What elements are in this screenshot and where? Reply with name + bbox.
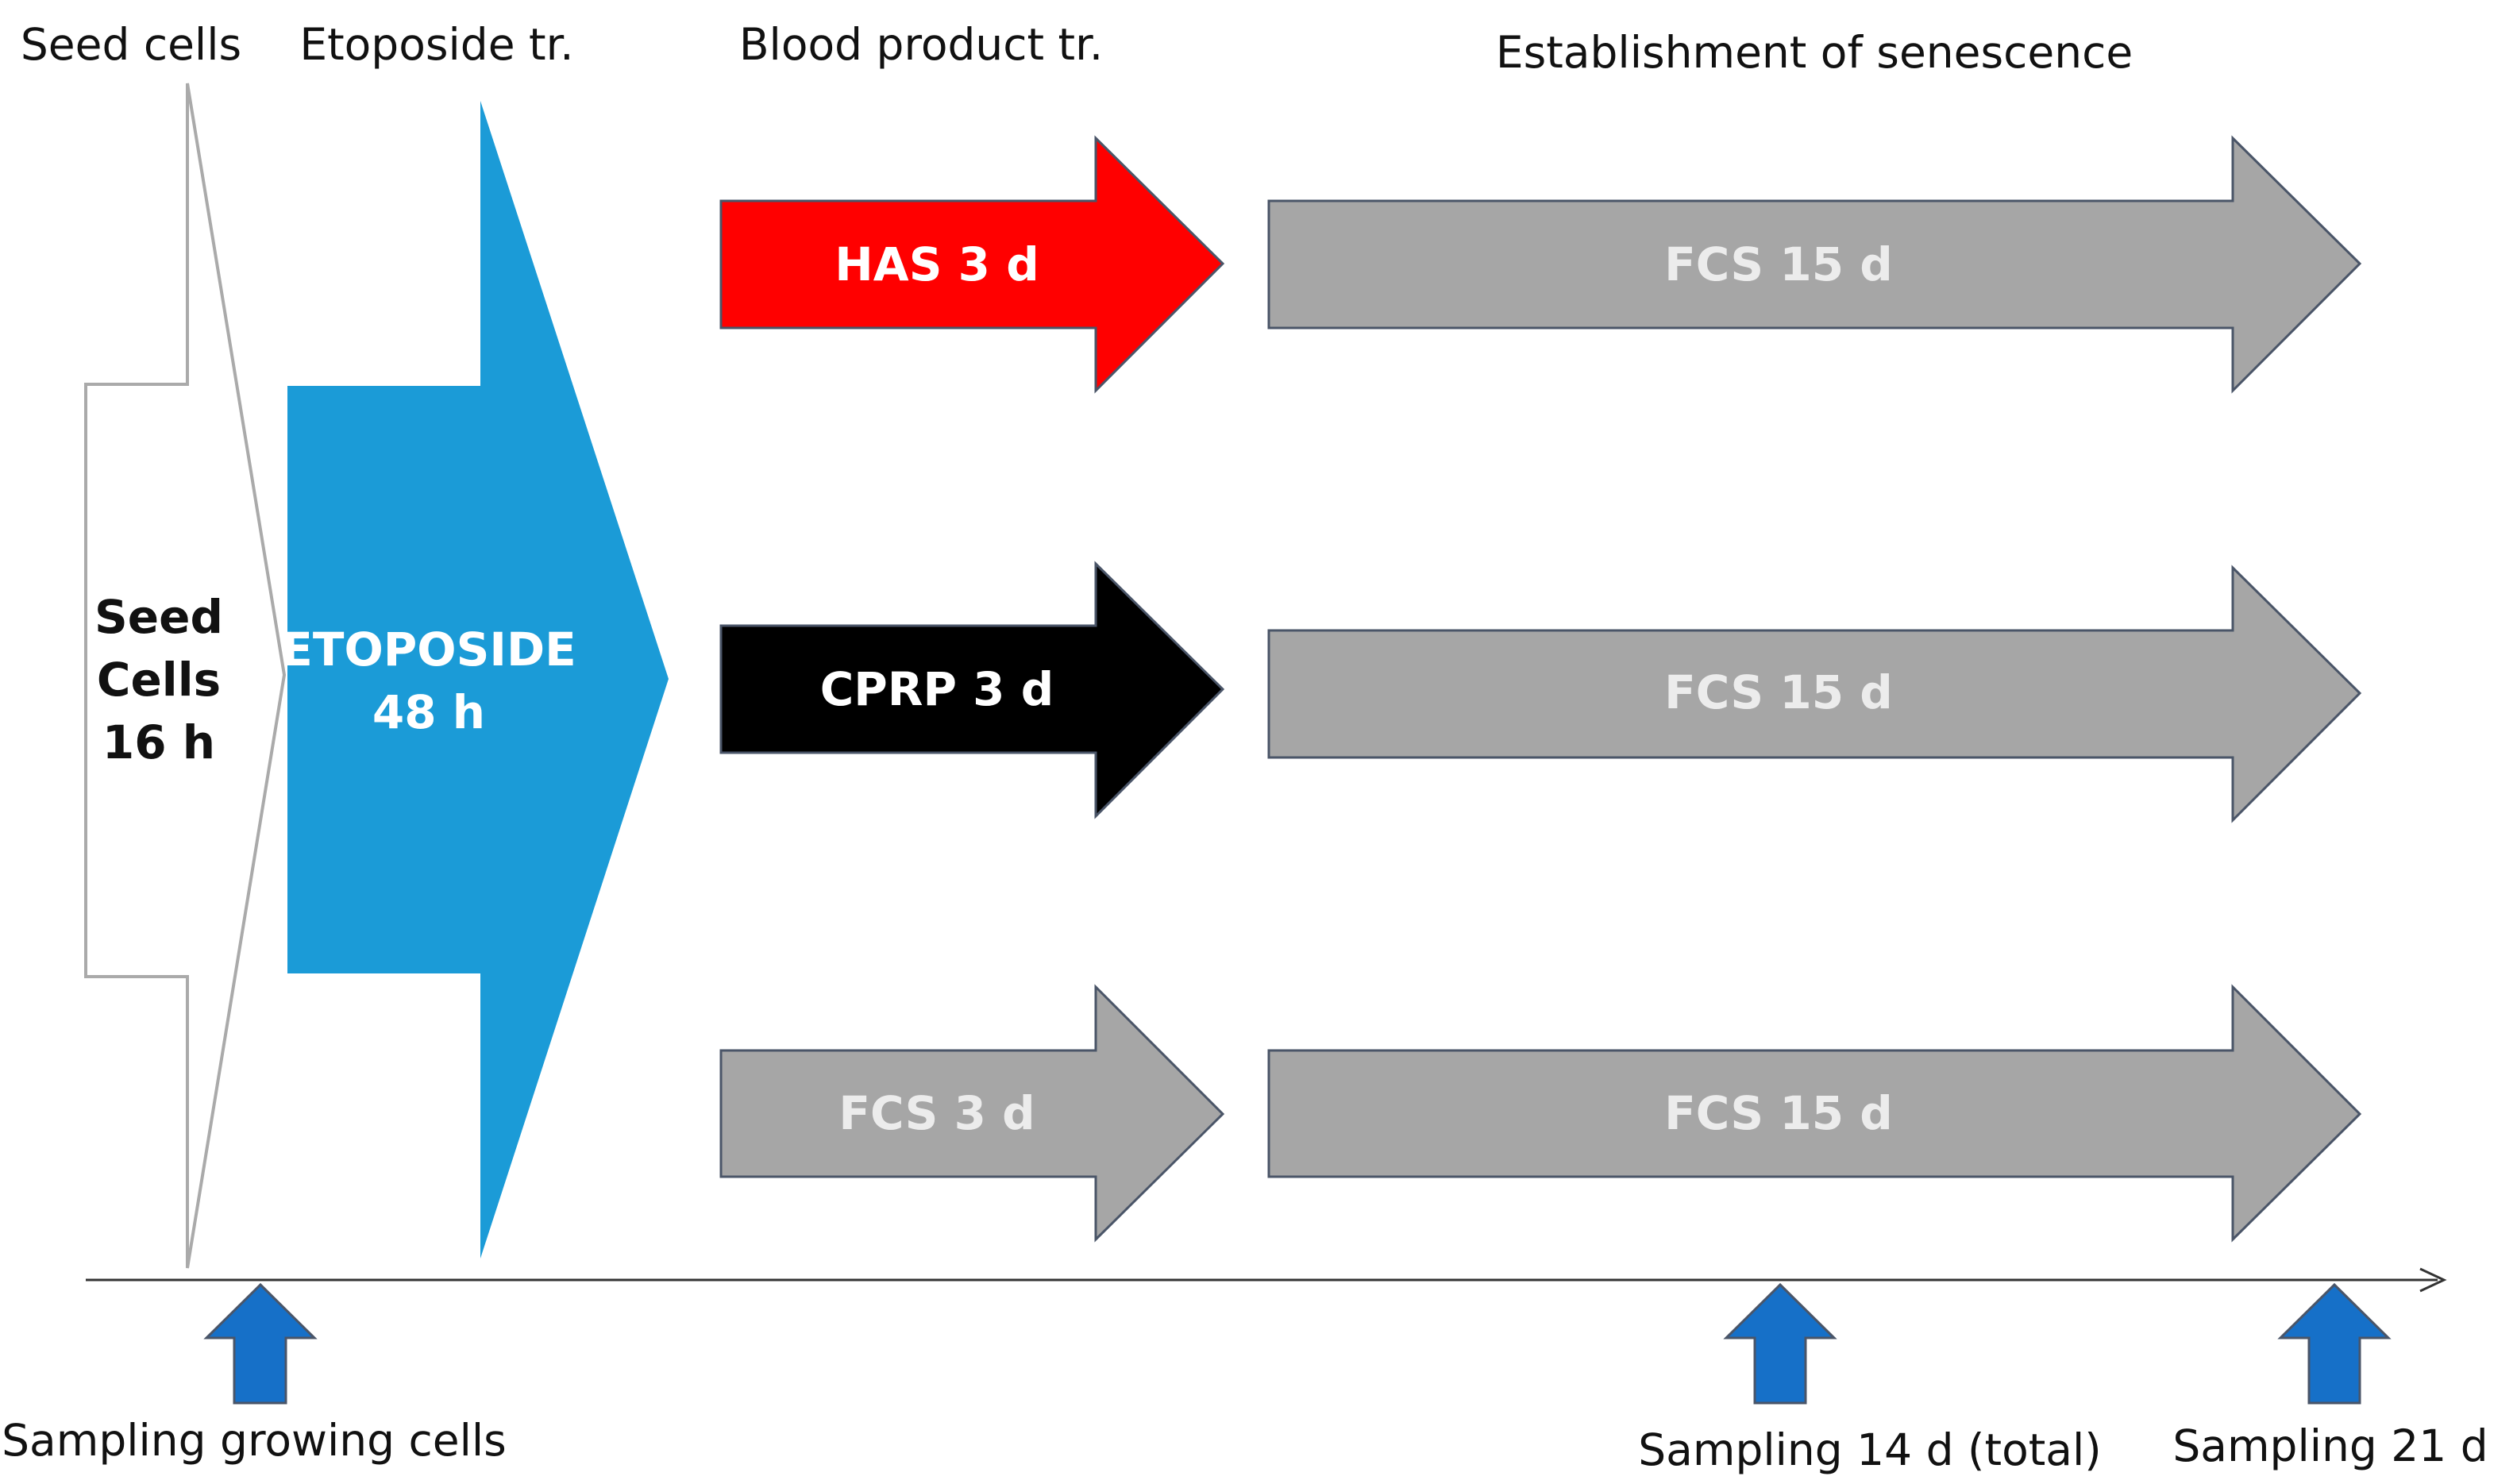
sampling-arrow-day14 (1723, 1282, 1837, 1405)
seed-cells-label-1: Seed (94, 590, 223, 644)
treatment-arrow-has (719, 135, 1225, 394)
header-senescence: Establishment of senescence (1496, 27, 2133, 78)
etoposide-label-1: ETOPOSIDE (281, 623, 576, 676)
sampling-arrow-growing (203, 1282, 318, 1405)
header-seed-cells: Seed cells (21, 19, 241, 70)
treatment-arrow-fcs (719, 984, 1225, 1243)
followup-label-row2: FCS 15 d (1664, 665, 1893, 719)
treatment-label-fcs: FCS 3 d (838, 1086, 1035, 1140)
seed-cells-arrow (84, 83, 287, 1269)
followup-label-row3: FCS 15 d (1664, 1086, 1893, 1140)
followup-arrow-row1 (1267, 135, 2362, 394)
header-blood-product: Blood product tr. (739, 19, 1103, 70)
treatment-label-has: HAS 3 d (835, 237, 1039, 291)
followup-arrow-row3 (1267, 984, 2362, 1243)
sampling-label-day14: Sampling 14 d (total) (1638, 1424, 2101, 1475)
treatment-label-cprp: CPRP 3 d (820, 662, 1054, 716)
seed-cells-label-2: Cells (97, 653, 221, 707)
timeline-axis-arrowhead (2419, 1267, 2447, 1293)
header-etoposide: Etoposide tr. (299, 19, 573, 70)
sampling-label-growing: Sampling growing cells (2, 1415, 507, 1466)
followup-arrow-row2 (1267, 565, 2362, 823)
treatment-arrow-cprp (719, 561, 1225, 819)
sampling-arrow-day21 (2277, 1282, 2392, 1405)
etoposide-label-2: 48 h (372, 685, 485, 739)
followup-label-row1: FCS 15 d (1664, 237, 1893, 291)
sampling-label-day21: Sampling 21 d (2172, 1420, 2488, 1471)
seed-cells-label-3: 16 h (102, 715, 215, 769)
etoposide-arrow (287, 101, 669, 1259)
